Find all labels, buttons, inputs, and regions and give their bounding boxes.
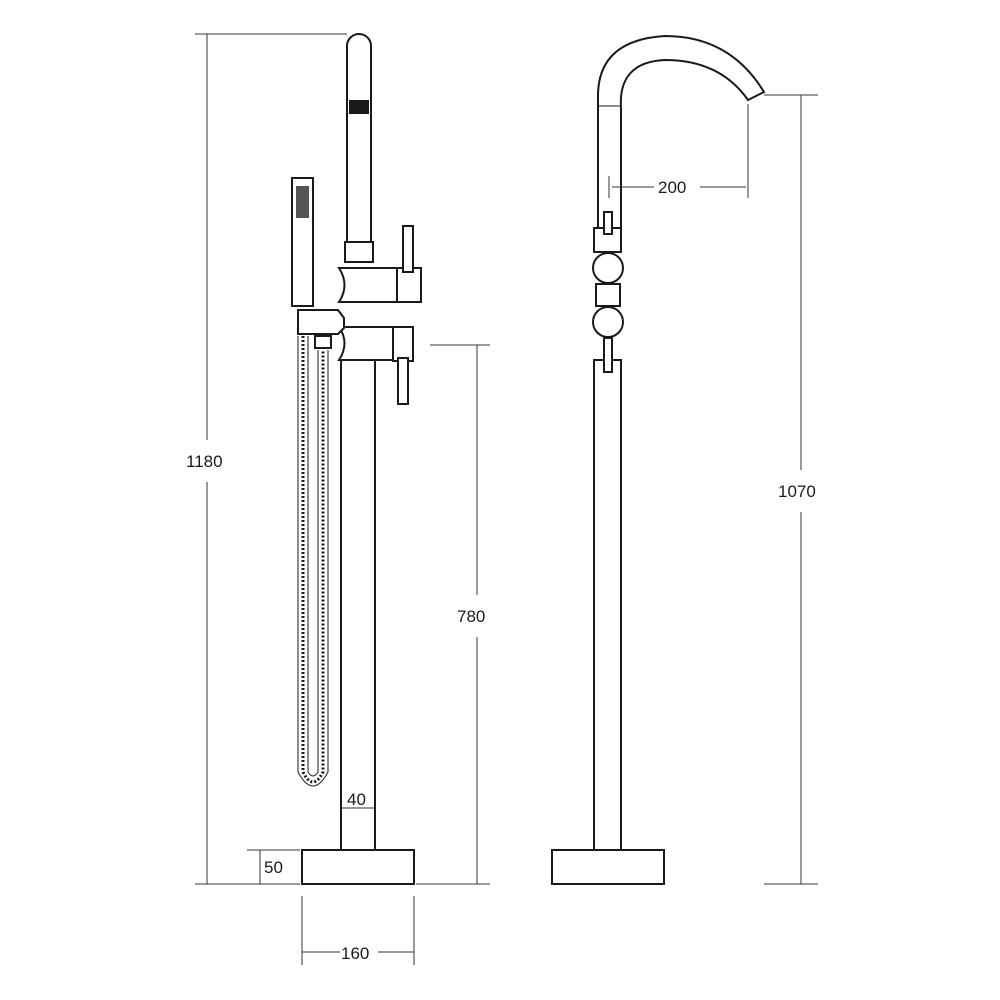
dim-label-pipe-width: 40 [347, 790, 366, 809]
front-upper-lever [402, 225, 414, 273]
dim-label-overall-height: 1180 [186, 452, 223, 471]
front-base [301, 849, 415, 885]
side-upper-valve [592, 252, 624, 284]
front-upper-valve-body [337, 267, 401, 303]
front-view [291, 33, 422, 885]
front-upper-pipe [346, 33, 372, 257]
hose-connector [314, 335, 332, 349]
dim-label-base-width: 160 [341, 944, 369, 963]
side-view [551, 34, 766, 885]
dim-label-handle-height: 780 [457, 607, 485, 626]
side-valve-spacer [595, 283, 621, 307]
shower-hose-inner [307, 336, 319, 777]
shower-hose-outline [297, 336, 329, 787]
shower-hose [301, 336, 325, 784]
dim-label-spout-reach: 200 [658, 178, 686, 197]
side-base [551, 849, 665, 885]
front-lower-lever [397, 357, 409, 405]
front-lower-valve-body [337, 326, 396, 361]
dim-label-spout-height: 1070 [778, 482, 816, 501]
handshower-holder [297, 309, 345, 335]
side-lower-lever [603, 337, 613, 373]
front-pipe-ring [349, 100, 369, 114]
side-main-pipe [593, 359, 622, 851]
dim-label-base-height: 50 [264, 858, 283, 877]
side-lower-valve [592, 306, 624, 338]
side-spout [597, 34, 766, 233]
front-pipe-collar [344, 241, 374, 263]
front-upper-valve-cap [396, 267, 422, 303]
handshower-nozzles [296, 186, 309, 218]
front-lower-valve-cap [392, 326, 414, 362]
front-main-pipe [340, 359, 376, 851]
dimension-lines [195, 33, 818, 965]
side-upper-lever [603, 211, 613, 235]
